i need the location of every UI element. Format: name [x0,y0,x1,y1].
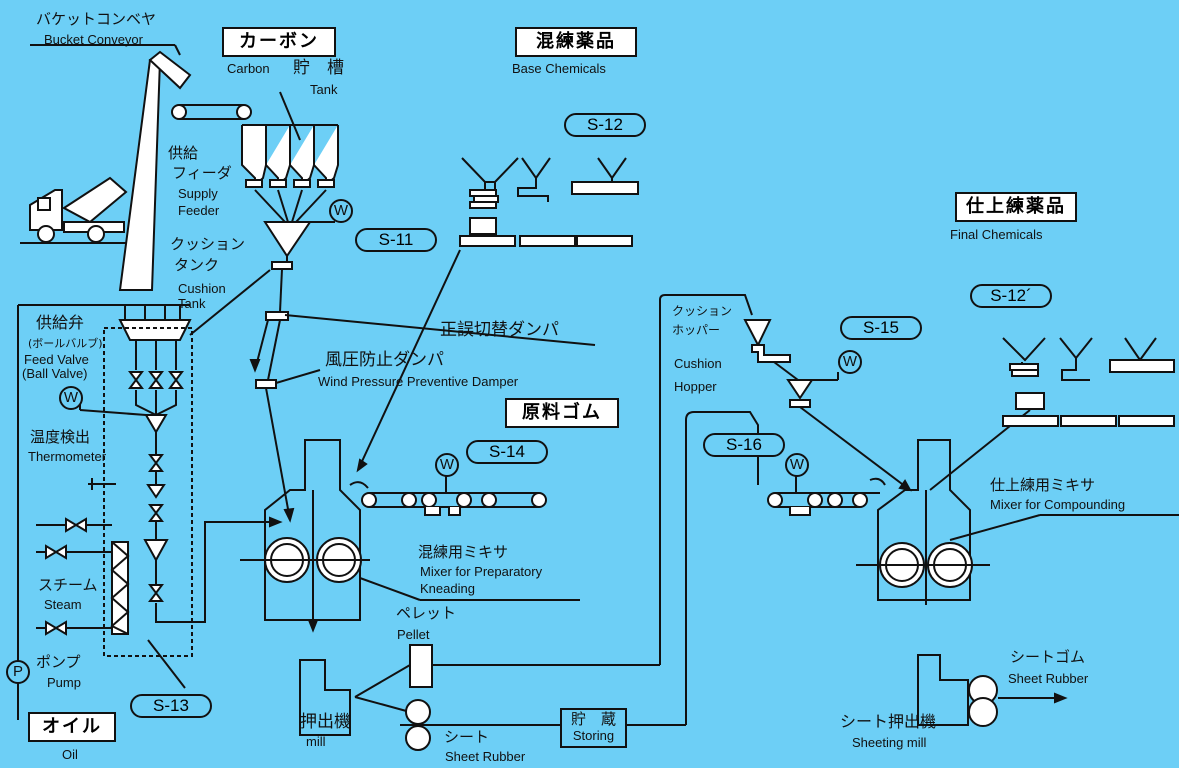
tank-en: Tank [310,82,338,97]
mixer-final-jp: 仕上練用ミキサ [990,476,1096,494]
weigher-icon: W [435,453,459,477]
weigher-icon: W [59,386,83,410]
supply-feeder-jp2: フィーダ [172,164,232,182]
final-chemicals-box: 仕上練薬品 [955,192,1077,222]
extruder-section [299,294,759,751]
tag-s15: S-15 [840,316,922,340]
wind-damper-jp: 風圧防止ダンパ [325,350,444,370]
steam-jp: スチーム [38,576,98,594]
tag-s12-prime: S-12´ [970,284,1052,308]
bucket-conveyor-jp: バケットコンベヤ [36,10,157,28]
feed-valve-en: Feed Valve [24,352,89,367]
oil-box: オイル [28,712,116,742]
bucket-conveyor-en: Bucket Conveyor [44,32,143,47]
dump-truck-icon [20,176,135,244]
extruder-en: mill [306,734,326,749]
cushion-hopper-en1: Cushion [674,356,722,371]
pellet-jp: ペレット [396,604,457,622]
tank-jp: 貯 槽 [293,58,344,78]
pump-icon: P [6,660,30,684]
feed-valve-jp: 供給弁 [36,313,85,332]
supply-feeder-en1: Supply [178,186,218,201]
carbon-belt-conveyor [171,104,252,120]
cushion-tank-jp1: クッション [170,235,246,253]
supply-feeder-jp1: 供給 [168,144,199,162]
storing-jp: 貯 蔵 [570,710,616,728]
sheet-rubber-en: Sheet Rubber [1008,671,1089,686]
mixer-prep-en2: Kneading [420,581,475,596]
base-chemicals-en: Base Chemicals [512,61,606,76]
mixer-prep-jp: 混練用ミキサ [418,543,509,561]
final-chemicals-en: Final Chemicals [950,227,1043,242]
oil-system [17,304,283,720]
pump-en: Pump [47,675,81,690]
tag-s16: S-16 [703,433,785,457]
sheeting-mill-en: Sheeting mill [852,735,927,750]
carbon-tanks [241,91,339,188]
weigher-icon: W [838,350,862,374]
steam-en: Steam [44,597,82,612]
cushion-hopper-jp2: ホッパー [672,323,721,337]
wind-damper-en: Wind Pressure Preventive Damper [318,374,519,389]
pump-jp: ポンプ [36,653,81,671]
cushion-tank-en1: Cushion [178,281,226,296]
thermometer-en: Thermometer [28,449,107,464]
tag-s14: S-14 [466,440,548,464]
sheeting-mill-jp: シート押出機 [840,712,937,731]
cushion-hopper-jp1: クッション [672,304,733,318]
weigher-icon: W [329,199,353,223]
base-chemical-feeders [459,157,639,247]
sheet-jp: シート [444,728,490,746]
ball-valve-en: (Ball Valve) [22,366,88,381]
extruder-jp: 押出機 [300,712,351,732]
cushion-hopper-en2: Hopper [674,379,717,394]
sheet-rubber-jp: シートゴム [1010,648,1086,666]
divert-damper-jp: 正誤切替ダンパ [440,320,559,340]
tag-s12: S-12 [564,113,646,137]
storing-en: Storing [572,728,615,743]
mixer-prep-en1: Mixer for Preparatory [420,564,543,579]
raw-rubber-box: 原料ゴム [505,398,619,428]
cushion-tank-en2: Tank [178,296,206,311]
sheet-en: Sheet Rubber [445,749,526,764]
mixer-final-en: Mixer for Compounding [990,497,1126,512]
carbon-en: Carbon [227,61,270,76]
raw-rubber-conveyor [349,475,547,516]
final-chemicals-section [743,319,1179,727]
supply-feeder-en2: Feeder [178,203,220,218]
bucket-conveyor-icon [30,44,192,291]
storing-box: 貯 蔵 Storing [560,708,627,748]
oil-en: Oil [62,747,78,762]
tag-s13: S-13 [130,694,212,718]
thermometer-jp: 温度検出 [30,428,91,446]
ball-valve-jp: (ボールバルブ) [28,337,103,350]
weigher-icon: W [785,453,809,477]
base-chemicals-box: 混練薬品 [515,27,637,57]
cushion-tank-jp2: タンク [174,256,220,274]
tag-s11: S-11 [355,228,437,252]
pellet-en: Pellet [397,627,430,642]
carbon-box: カーボン [222,27,336,57]
preparatory-mixer [240,439,580,633]
